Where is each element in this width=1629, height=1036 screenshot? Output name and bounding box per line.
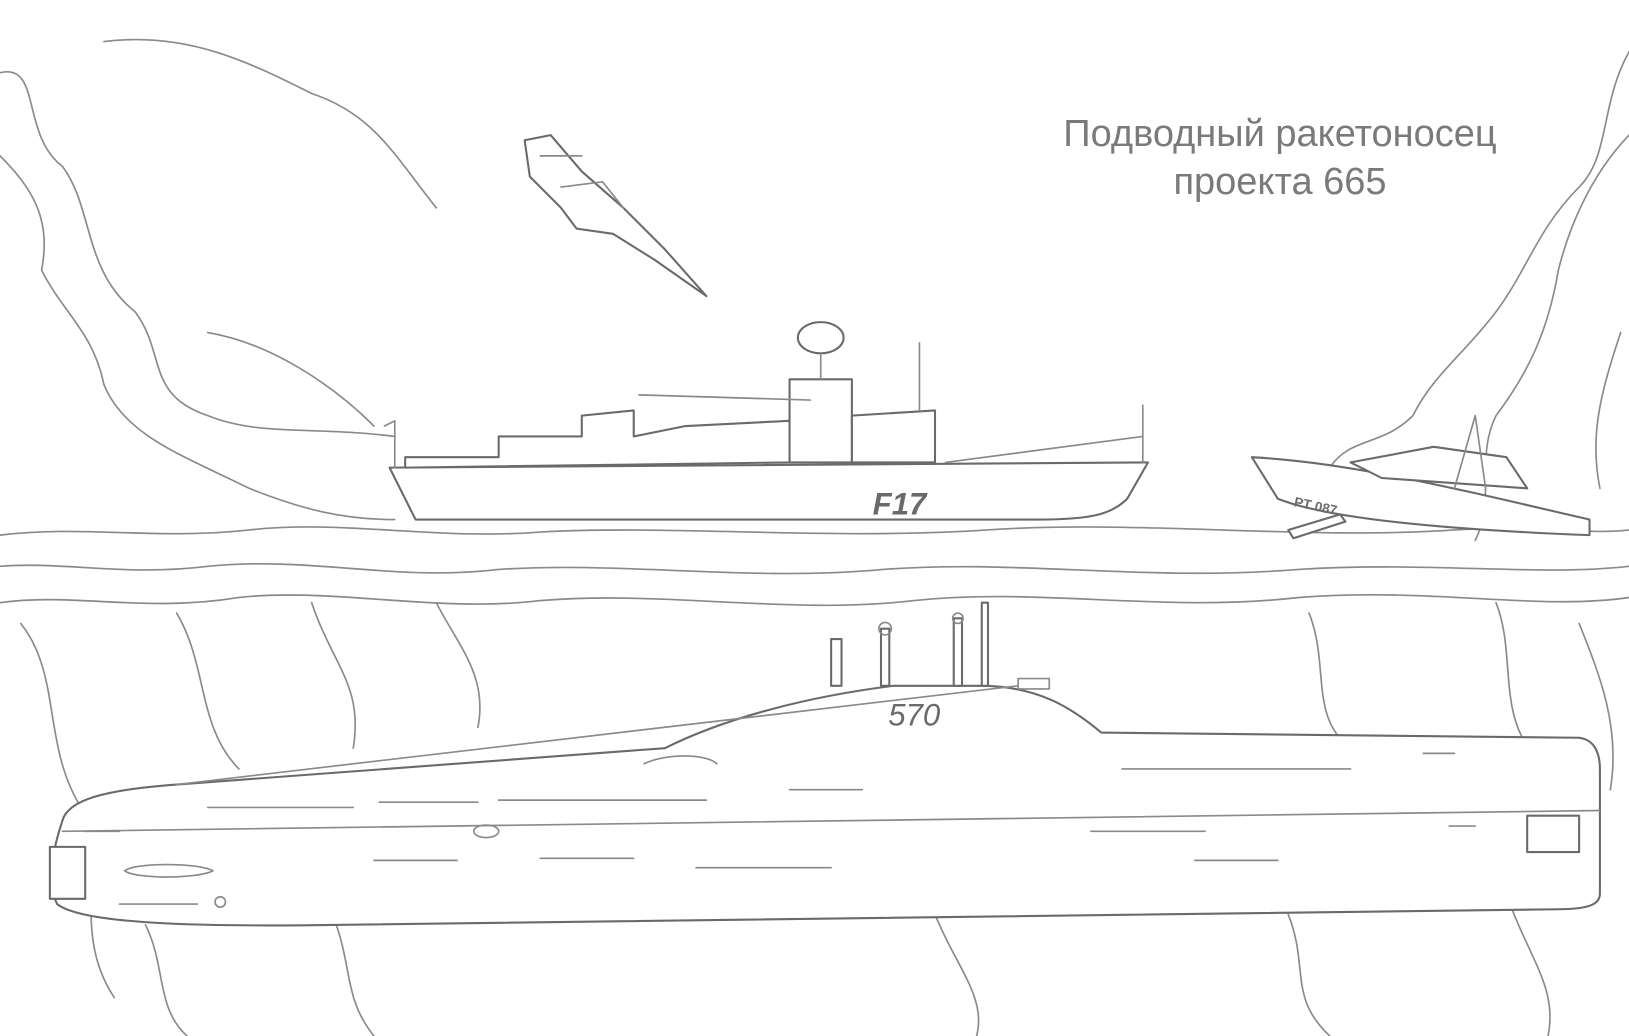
sea-surface xyxy=(0,526,1629,607)
frigate-hull-number: F17 xyxy=(873,486,928,521)
submarine: 570 xyxy=(48,601,1601,927)
title-line-2: проекта 665 xyxy=(1173,161,1387,203)
fighter-jet xyxy=(523,134,708,298)
frigate: F17 xyxy=(383,321,1150,521)
submarine-hull-number: 570 xyxy=(888,697,941,732)
patrol-boat: PT 087 xyxy=(1250,414,1591,540)
page-title: Подводный ракетоносец проекта 665 xyxy=(1000,110,1560,206)
title-line-1: Подводный ракетоносец xyxy=(1063,113,1497,155)
